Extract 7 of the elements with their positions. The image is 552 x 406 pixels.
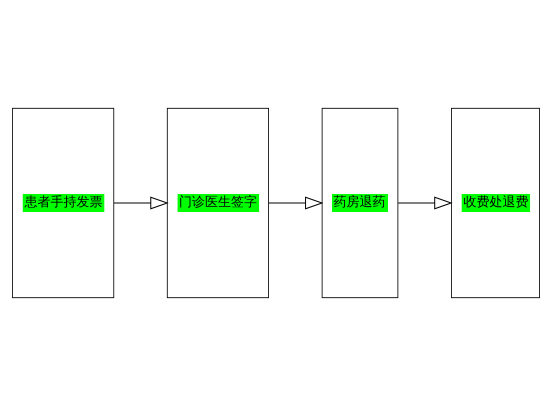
arrow (398, 196, 453, 210)
node-box: 药房退药 (322, 108, 398, 298)
node-box: 门诊医生签字 (166, 108, 269, 298)
node-box: 收费处退费 (451, 108, 540, 298)
arrow (268, 196, 324, 210)
node-box: 患者手持发票 (12, 108, 114, 298)
arrow (113, 196, 169, 210)
